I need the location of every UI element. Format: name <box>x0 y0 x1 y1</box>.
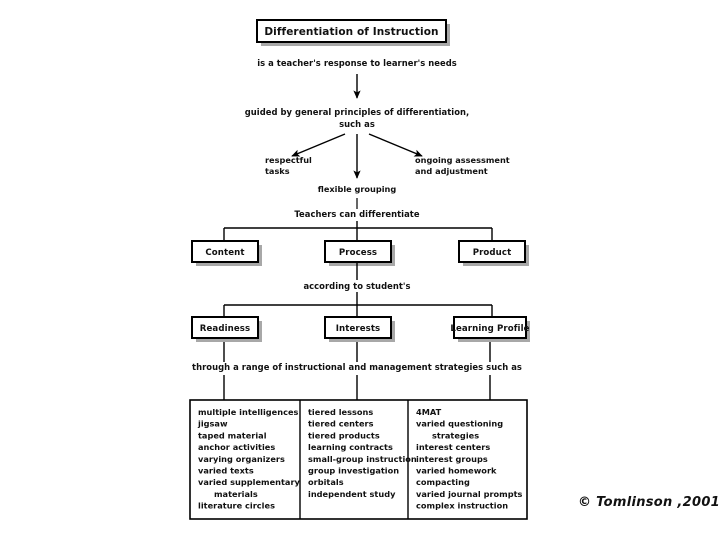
strategy-item: strategies <box>432 430 479 440</box>
strategy-item: orbitals <box>308 477 344 487</box>
strategy-item: materials <box>214 489 258 499</box>
box-readiness-label: Readiness <box>200 324 250 334</box>
strategies-box-frame <box>189 399 528 520</box>
box-process-label: Process <box>339 248 377 258</box>
flow-text-according-to-student: according to student's <box>303 281 410 291</box>
flow-text-strategies: through a range of instructional and man… <box>192 362 522 372</box>
box-content[interactable]: Content <box>191 240 262 266</box>
flow-text-guided-line2: such as <box>339 119 375 129</box>
principle-respectful-line1: respectful <box>265 155 312 165</box>
strategy-item: multiple intelligences <box>198 407 299 417</box>
strategy-item: literature circles <box>198 501 275 511</box>
connector-traits-to-strategies-lower <box>223 375 491 400</box>
flow-text-teachers-differentiate: Teachers can differentiate <box>294 209 419 219</box>
flow-text-response: is a teacher's response to learner's nee… <box>257 58 457 68</box>
connector-to-respectful-tasks <box>291 133 346 157</box>
title-box-frame <box>256 19 447 43</box>
strategy-item: interest groups <box>416 454 488 464</box>
strategy-item: compacting <box>416 477 470 487</box>
strategy-item: interest centers <box>416 442 490 452</box>
principle-assessment-line2: and adjustment <box>415 166 488 176</box>
strategy-item: group investigation <box>308 466 399 476</box>
box-interests-label: Interests <box>336 324 381 334</box>
box-readiness[interactable]: Readiness <box>191 316 262 342</box>
strategy-item: varied questioning <box>416 419 503 429</box>
strategy-item: anchor activities <box>198 442 275 452</box>
box-interests[interactable]: Interests <box>324 316 395 342</box>
strategy-item: tiered lessons <box>308 407 373 417</box>
row-differentiate: Content Process Product <box>191 240 529 266</box>
strategy-item: 4MAT <box>416 407 442 417</box>
principle-respectful-line2: tasks <box>265 166 290 176</box>
box-product[interactable]: Product <box>458 240 529 266</box>
strategy-item: learning contracts <box>308 442 393 452</box>
strategy-item: varied supplementary <box>198 477 301 487</box>
box-learning-profile-label: Learning Profile <box>450 324 529 334</box>
flow-text-guided-line1: guided by general principles of differen… <box>245 107 470 117</box>
connector-traits-to-strategies-upper <box>223 342 491 362</box>
box-process[interactable]: Process <box>324 240 395 266</box>
connector-to-ongoing-assessment <box>368 133 423 157</box>
connector-bus-student <box>223 304 493 317</box>
box-product-label: Product <box>473 248 512 258</box>
strategy-item: tiered centers <box>308 419 374 429</box>
box-content-label: Content <box>205 248 244 258</box>
strategy-item: varied journal prompts <box>416 489 523 499</box>
strategy-item: small-group instruction <box>308 454 417 464</box>
title-box: Differentiation of Instruction <box>256 19 450 46</box>
connector-bus-differentiate <box>223 221 493 241</box>
copyright-credit: © Tomlinson ,2001 <box>578 495 720 510</box>
strategy-item: varied homework <box>416 466 497 476</box>
strategy-item: tiered products <box>308 430 380 440</box>
row-student-traits: Readiness Interests Learning Profile <box>191 316 530 342</box>
principle-flexible-grouping: flexible grouping <box>318 184 397 194</box>
strategy-item: jigsaw <box>197 419 228 429</box>
box-learning-profile[interactable]: Learning Profile <box>450 316 530 342</box>
strategy-item: complex instruction <box>416 501 508 511</box>
principle-assessment-line1: ongoing assessment <box>415 155 510 165</box>
strategy-item: varying organizers <box>198 454 285 464</box>
strategy-item: independent study <box>308 489 396 499</box>
strategies-box <box>189 399 528 520</box>
strategy-item: taped material <box>198 430 267 440</box>
title-box-label: Differentiation of Instruction <box>264 26 438 38</box>
strategy-item: varied texts <box>198 466 254 476</box>
